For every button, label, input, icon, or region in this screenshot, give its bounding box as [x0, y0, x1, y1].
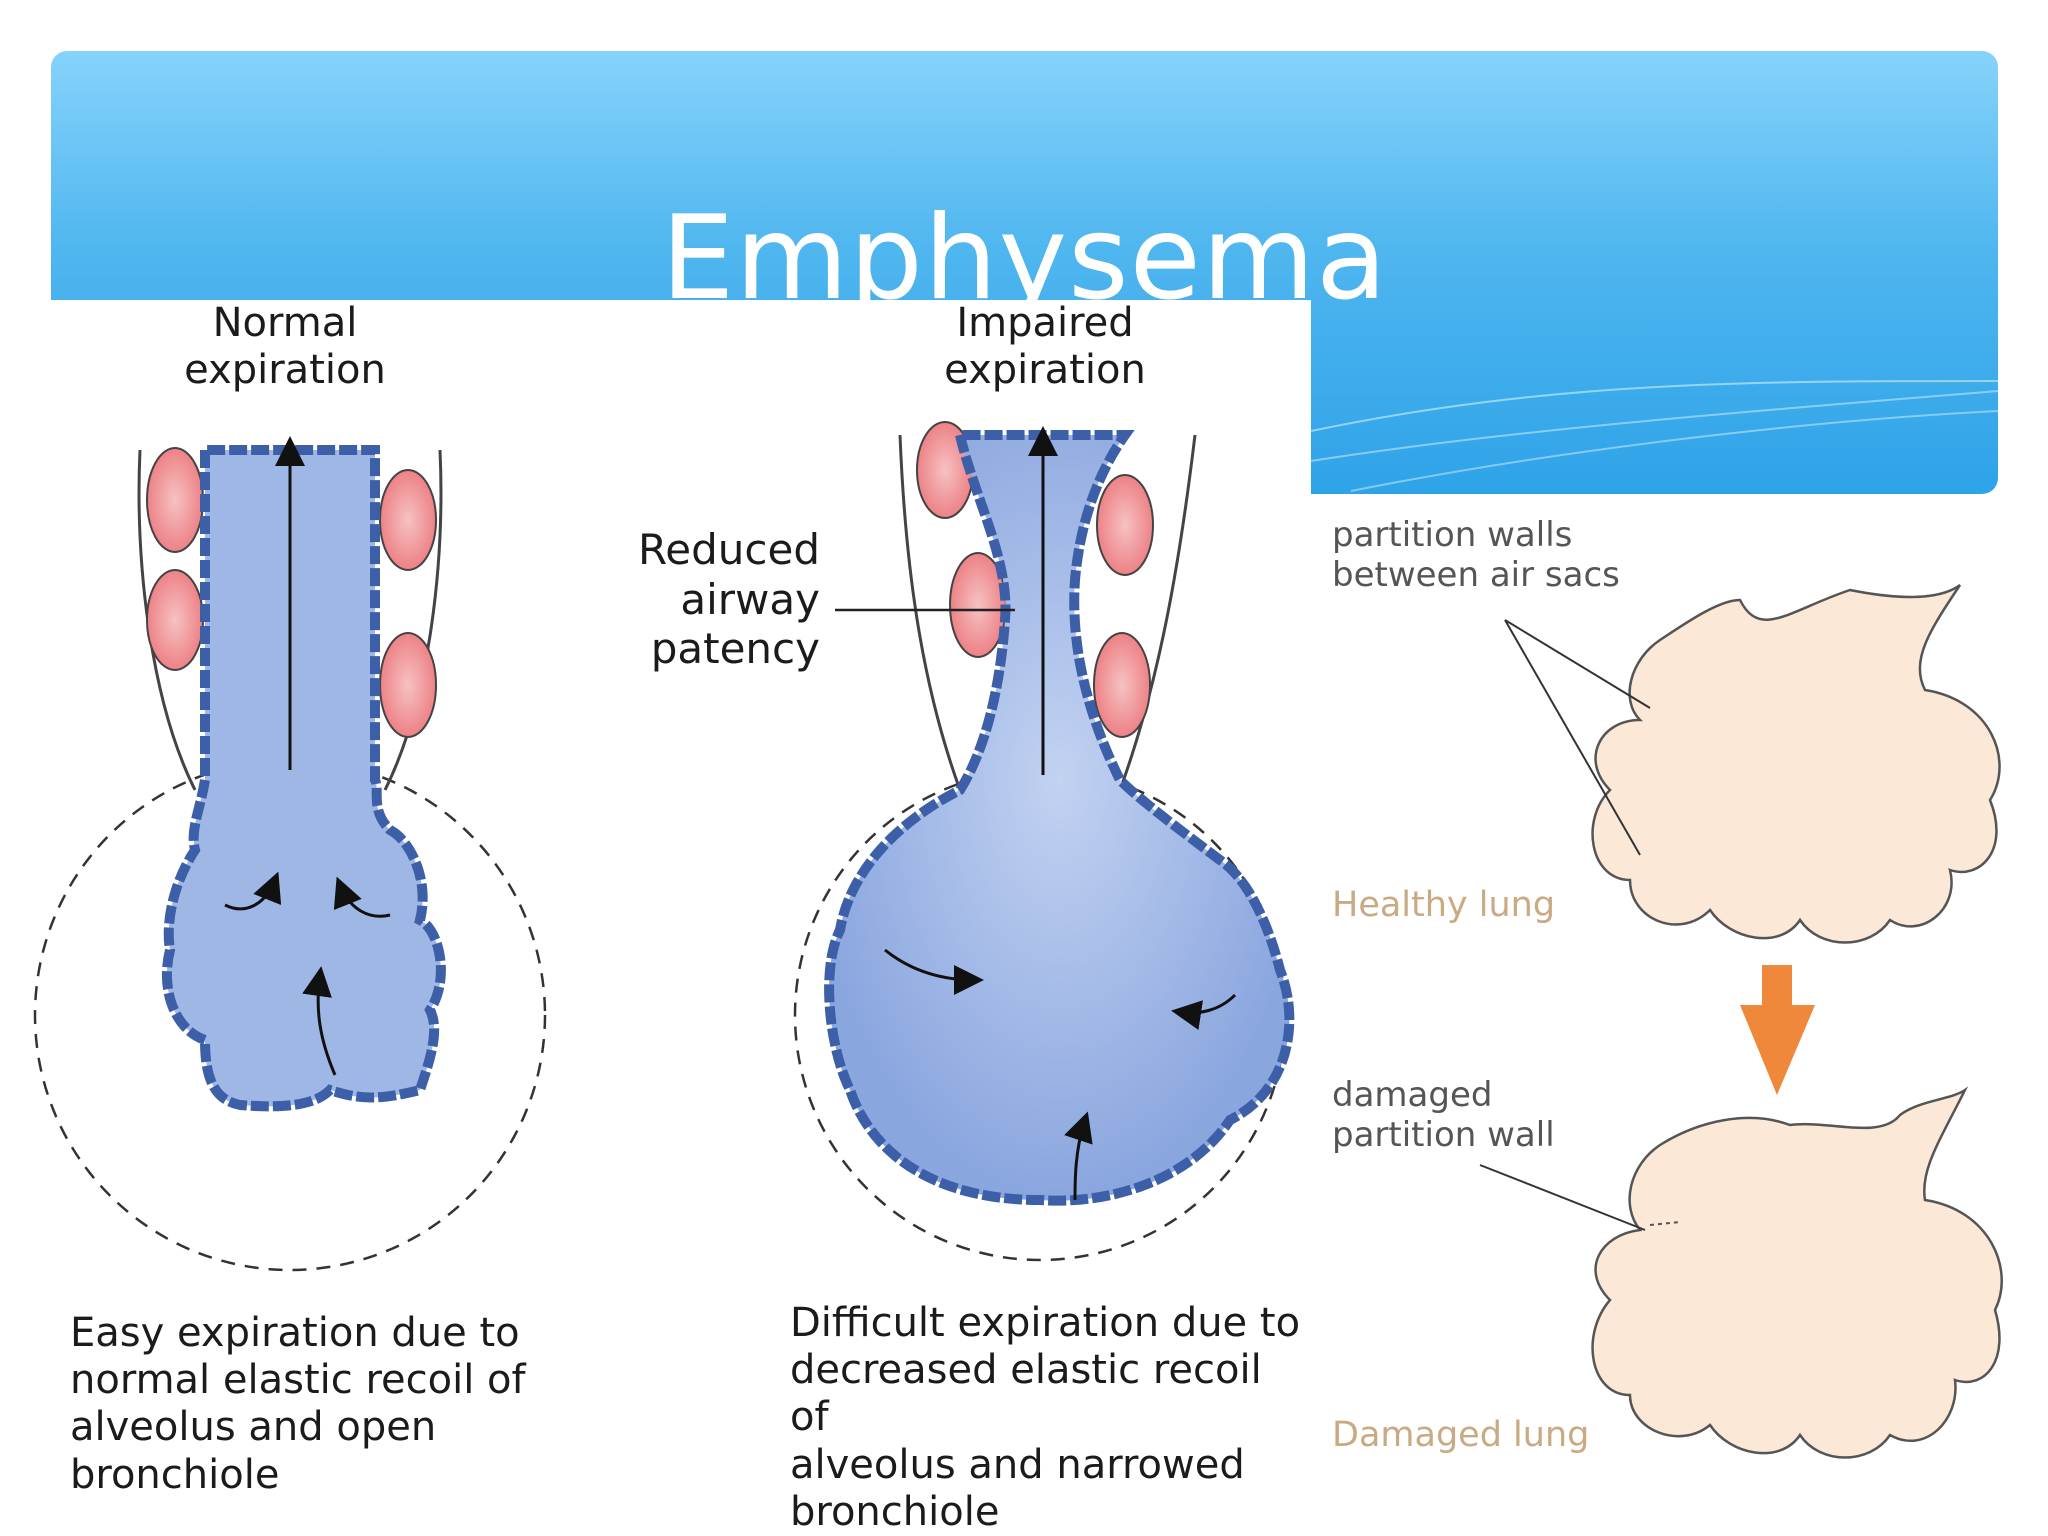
alveolus-right-2 — [379, 632, 437, 738]
title-wave-decoration — [1310, 380, 1998, 492]
healthy-lung-shape — [1591, 583, 2001, 944]
normal-expiration-heading: Normal expiration — [184, 300, 386, 394]
normal-airway — [161, 445, 446, 1112]
impaired-caption: Difficult expiration due to decreased el… — [790, 1300, 1301, 1535]
partition-walls-label: partition walls between air sacs — [1332, 515, 1620, 596]
impaired-expiration-heading: Impaired expiration — [944, 300, 1146, 394]
healthy-lung-label: Healthy lung — [1332, 885, 1556, 925]
damaged-lung-label: Damaged lung — [1332, 1415, 1590, 1455]
impaired-airway — [824, 430, 1295, 1206]
reduced-patency-label: Reduced airway patency — [637, 525, 820, 674]
impaired-alveolus-right-2 — [1093, 632, 1151, 738]
alveolus-left-2 — [146, 569, 204, 671]
damaged-lung-shape — [1591, 1086, 2003, 1459]
impaired-alveolus-right-1 — [1096, 474, 1154, 576]
damaged-partition-label: damaged partition wall — [1332, 1075, 1555, 1156]
alveolus-left-1 — [146, 447, 204, 553]
impaired-expiration-diagram — [793, 421, 1295, 1262]
alveolus-right-1 — [379, 469, 437, 571]
down-arrow-icon — [1740, 965, 1815, 1095]
normal-expiration-diagram — [33, 436, 547, 1272]
healthy-lung-diagram — [1504, 583, 2001, 944]
normal-caption: Easy expiration due to normal elastic re… — [70, 1310, 526, 1498]
damaged-lung-diagram — [1479, 1086, 2003, 1459]
